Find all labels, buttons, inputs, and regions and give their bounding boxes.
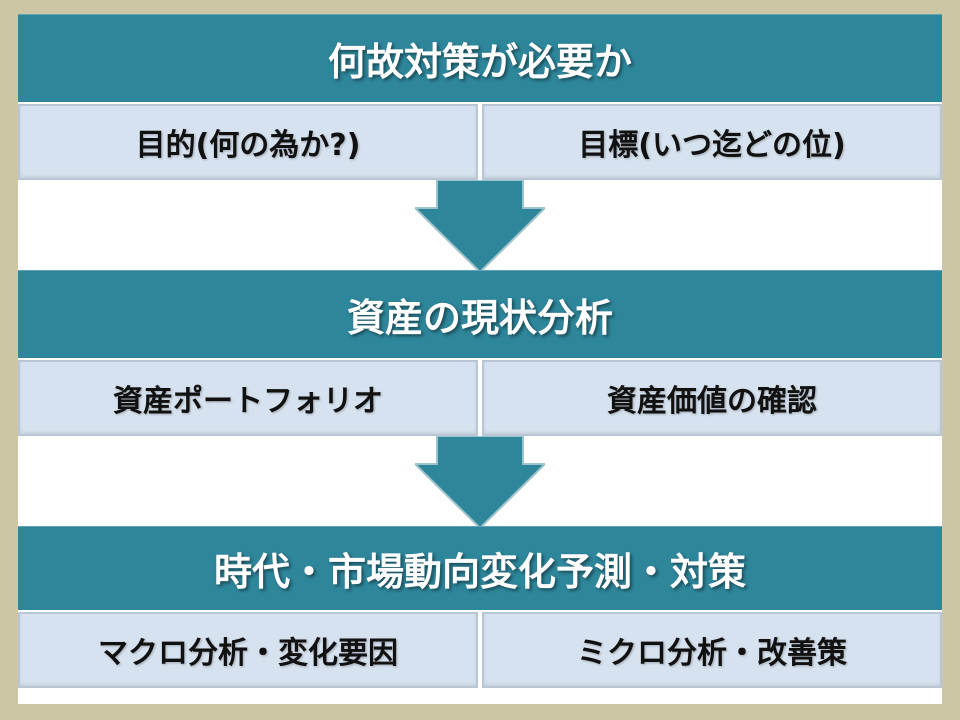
section-1-title: 何故対策が必要か xyxy=(18,14,942,102)
section-3-item-macro: マクロ分析・変化要因 xyxy=(18,612,478,688)
section-2-item-asset-value: 資産価値の確認 xyxy=(482,360,942,436)
section-3-item-micro: ミクロ分析・改善策 xyxy=(482,612,942,688)
down-arrow-2-icon xyxy=(415,436,545,528)
section-3-title: 時代・市場動向変化予測・対策 xyxy=(18,526,942,610)
down-arrow-1-icon xyxy=(415,180,545,272)
section-2-item-portfolio: 資産ポートフォリオ xyxy=(18,360,478,436)
section-1-item-purpose: 目的(何の為か?) xyxy=(18,104,478,180)
section-1-item-goal: 目標(いつ迄どの位) xyxy=(482,104,942,180)
section-2-title: 資産の現状分析 xyxy=(18,270,942,358)
